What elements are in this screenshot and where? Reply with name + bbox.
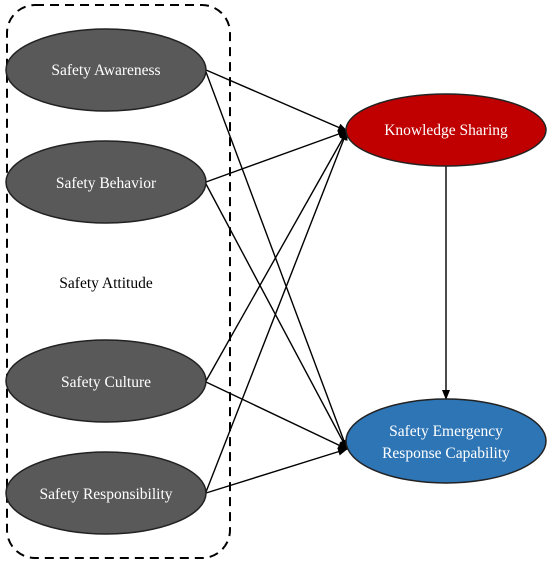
node-safety-behavior: Safety Behavior bbox=[5, 140, 207, 224]
edges bbox=[205, 69, 450, 494]
edge-awareness-to-response bbox=[205, 71, 348, 450]
edge-responsibility-to-response bbox=[205, 447, 348, 494]
node-knowledge-sharing: Knowledge Sharing bbox=[345, 93, 547, 167]
group-label: Safety Attitude bbox=[59, 275, 153, 292]
edge-behavior-to-response bbox=[205, 183, 348, 450]
edge-responsibility-to-knowledge bbox=[205, 130, 348, 493]
edge-culture-to-response bbox=[205, 381, 348, 450]
node-safety-culture: Safety Culture bbox=[5, 339, 207, 423]
node-label: Safety Culture bbox=[61, 374, 151, 391]
node-label: Knowledge Sharing bbox=[384, 122, 508, 139]
node-label: Safety Responsibility bbox=[39, 486, 172, 503]
node-safety-emergency-response-capability: Safety Emergency Response Capability bbox=[345, 398, 547, 484]
node-label: Safety Behavior bbox=[56, 175, 157, 192]
edge-awareness-to-knowledge bbox=[205, 69, 348, 132]
node-label-line1: Safety Emergency bbox=[389, 423, 503, 440]
node-safety-responsibility: Safety Responsibility bbox=[5, 451, 207, 535]
node-safety-awareness: Safety Awareness bbox=[5, 28, 207, 112]
node-label: Safety Awareness bbox=[51, 62, 160, 79]
edge-culture-to-knowledge bbox=[205, 130, 348, 382]
node-label-line2: Response Capability bbox=[382, 445, 510, 462]
safety-attitude-group-box bbox=[6, 4, 231, 559]
edge-behavior-to-knowledge bbox=[205, 130, 348, 183]
